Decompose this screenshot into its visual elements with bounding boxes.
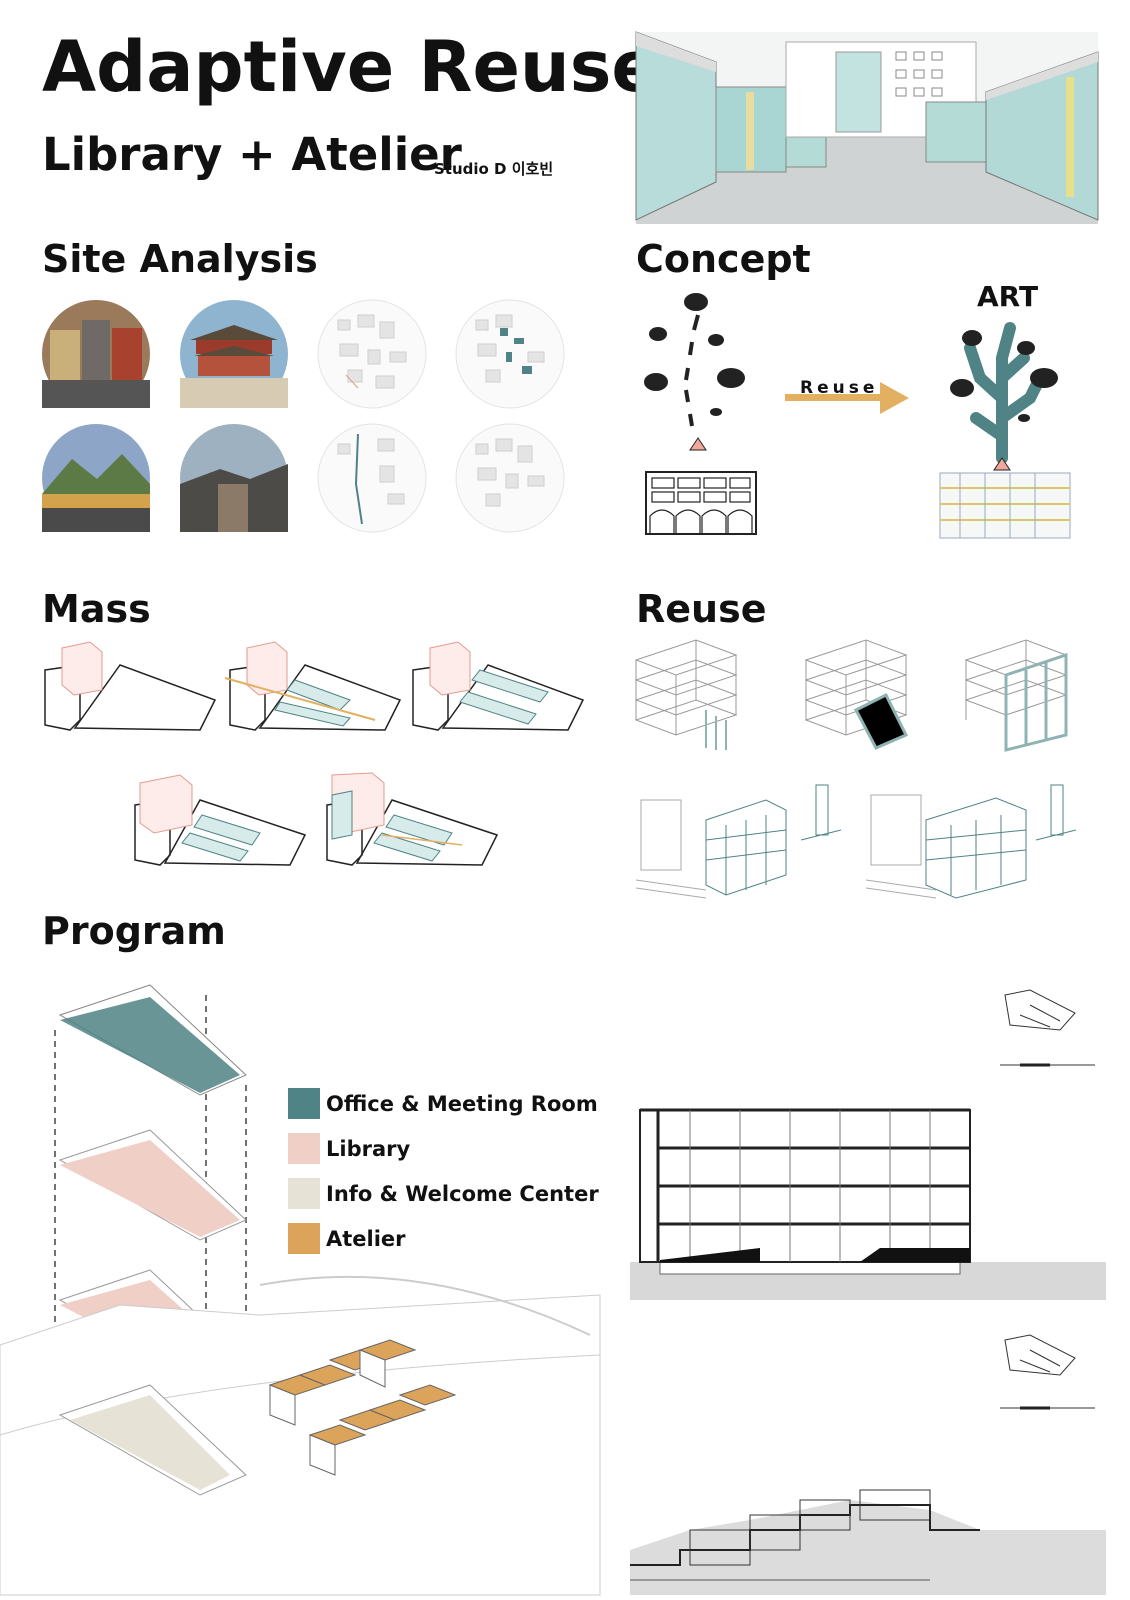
site-photo-palace	[180, 300, 288, 408]
reuse-arrow-label: Reuse	[800, 378, 879, 398]
legend-info: Info & Welcome Center	[288, 1178, 599, 1209]
legend-library: Library	[288, 1133, 410, 1164]
key-plan-1	[1000, 989, 1095, 1067]
legend-label-office: Office & Meeting Room	[326, 1091, 598, 1116]
concept-after	[939, 322, 1071, 539]
site-map-4	[455, 423, 565, 533]
key-plan-2	[1000, 1334, 1095, 1410]
building-section-1	[630, 1108, 1106, 1300]
legend-label-atelier: Atelier	[326, 1226, 406, 1251]
legend-office: Office & Meeting Room	[288, 1088, 598, 1119]
poster-title: Adaptive Reuse	[42, 26, 659, 108]
mass-diagram-3	[412, 641, 585, 731]
site-map-2	[455, 299, 565, 409]
section-site-analysis: Site Analysis	[42, 237, 318, 281]
legend-swatch-office	[288, 1088, 320, 1119]
reuse-frame-1	[634, 639, 738, 750]
art-label: ART	[977, 280, 1039, 313]
reuse-arrow	[785, 382, 909, 414]
palette-icon	[644, 293, 745, 416]
site-photo-hanok	[180, 424, 288, 532]
legend-label-library: Library	[326, 1136, 411, 1161]
section-reuse: Reuse	[636, 587, 767, 631]
tree-icon	[964, 322, 1046, 464]
section-concept: Concept	[636, 237, 811, 281]
reuse-frame-5	[865, 784, 1077, 899]
concept-before	[644, 293, 757, 535]
mass-diagram-5	[326, 772, 499, 866]
site-map-1	[317, 299, 427, 409]
legend-swatch-atelier	[288, 1223, 320, 1254]
section-program: Program	[42, 909, 226, 953]
hero-render	[635, 31, 1099, 224]
site-photo-mountain	[42, 424, 150, 532]
legend-swatch-library	[288, 1133, 320, 1164]
section-mass: Mass	[42, 587, 151, 631]
program-exploded-axon	[0, 984, 601, 1596]
legend-atelier: Atelier	[288, 1223, 406, 1254]
reuse-frame-3	[964, 639, 1068, 752]
poster-subtitle: Library + Atelier	[42, 128, 462, 181]
reuse-frame-4	[635, 784, 842, 899]
mass-diagram-4	[134, 774, 307, 866]
mass-diagram-1	[44, 641, 217, 731]
mass-diagram-2	[224, 641, 402, 731]
legend-swatch-info	[288, 1178, 320, 1209]
legend-label-info: Info & Welcome Center	[326, 1181, 599, 1206]
building-section-2	[630, 1489, 1106, 1595]
site-photo-street	[42, 300, 150, 408]
studio-credit: Studio D 이호빈	[434, 160, 554, 178]
site-map-3	[317, 423, 427, 533]
reuse-frame-2	[804, 639, 909, 750]
